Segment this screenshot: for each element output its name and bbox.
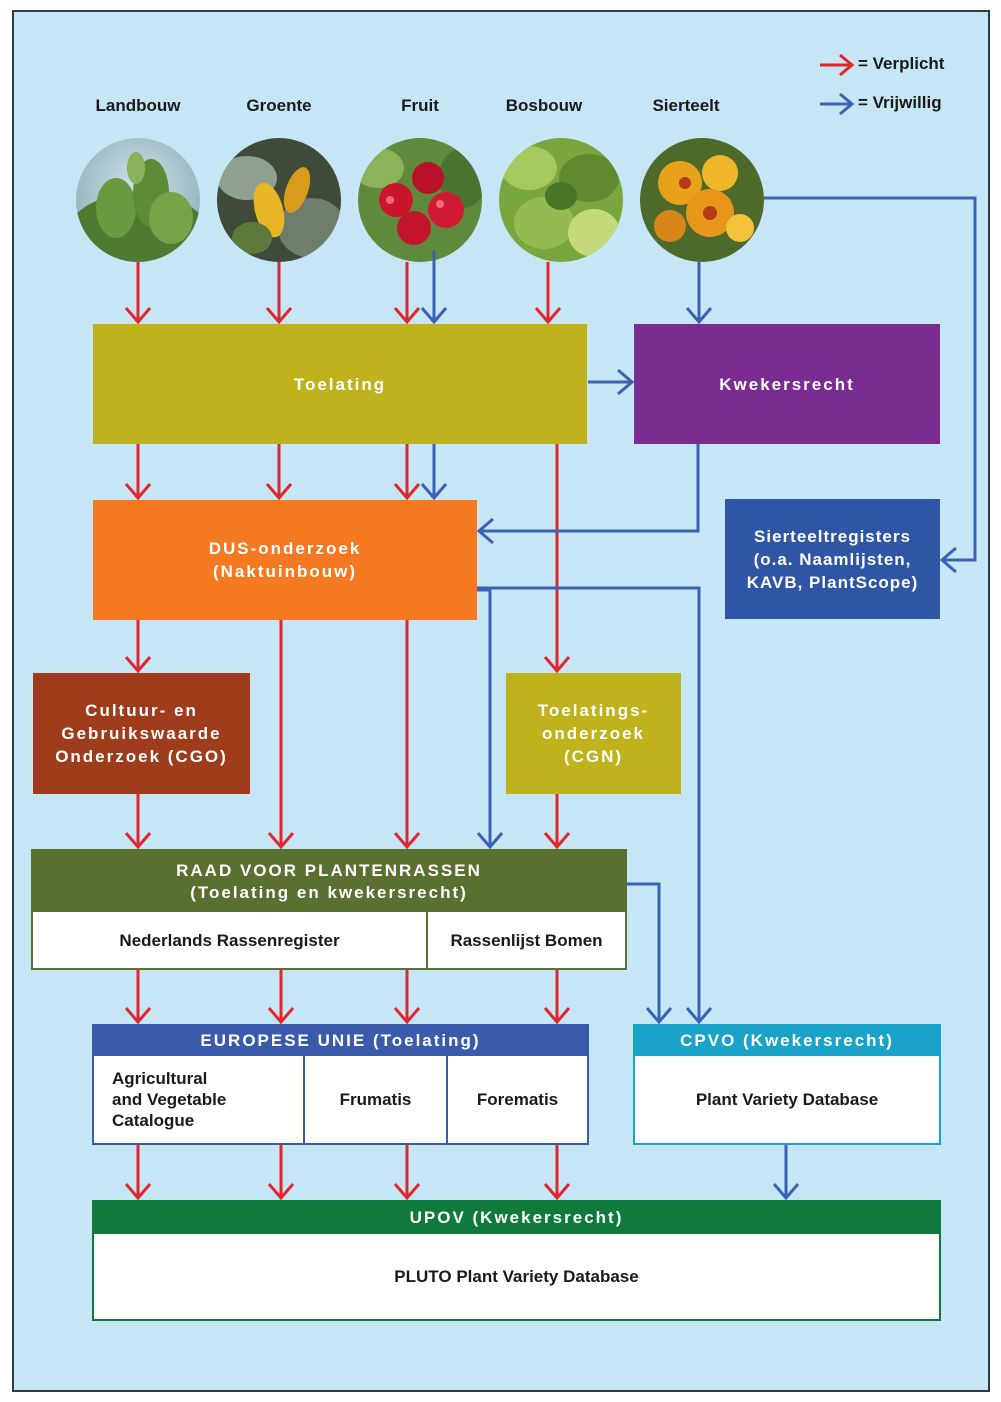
arrow-cpvo-upov (772, 1145, 800, 1201)
arrow-toelating-toelatingsonderzoek (543, 444, 571, 674)
arrow-sierteelt-kwekersrecht (685, 262, 713, 325)
arrow-landbouw-toelating (124, 262, 152, 325)
arrow-groente-toelating (265, 262, 293, 325)
arrow-raad-eu-1 (124, 970, 152, 1025)
arrow-raad-cpvo (627, 882, 673, 1025)
legend-verplicht-label: = Verplicht (858, 54, 945, 73)
arrow-toelatingsonderzoek-raad (543, 794, 571, 850)
arrow-sierteelt-sierteeltregisters (764, 196, 977, 574)
arrow-kwekersrecht-dus (476, 444, 700, 545)
crop-plant-photo (76, 138, 200, 262)
arrow-eu-upov-4 (543, 1145, 571, 1201)
arrow-raad-eu-2 (267, 970, 295, 1025)
arrow-dus-cgo (124, 620, 152, 674)
arrow-eu-upov-3 (393, 1145, 421, 1201)
cpvo-container: CPVO (Kwekersrecht) Plant Variety Databa… (633, 1024, 941, 1145)
arrow-cgo-raad (124, 794, 152, 850)
sector-label-bosbouw: Bosbouw (505, 96, 583, 115)
upov-container: UPOV (Kwekersrecht) PLUTO Plant Variety … (92, 1200, 941, 1321)
arrow-raad-eu-4 (543, 970, 571, 1025)
arrow-eu-upov-2 (267, 1145, 295, 1201)
legend-red-arrow (820, 53, 855, 77)
arrow-toelating-dus-1 (124, 444, 152, 501)
rassenlijst-bomen-cell: Rassenlijst Bomen (428, 912, 625, 968)
agricultural-catalogue-cell: Agricultural and Vegetable Catalogue (94, 1056, 305, 1143)
dus-onderzoek-box: DUS-onderzoek (Naktuinbouw) (93, 500, 477, 620)
arrow-raad-eu-3 (393, 970, 421, 1025)
pluto-database-cell: PLUTO Plant Variety Database (94, 1234, 939, 1319)
kwekersrecht-box: Kwekersrecht (634, 324, 940, 444)
flower-photo (640, 138, 764, 262)
toelating-box: Toelating (93, 324, 587, 444)
upov-title: UPOV (Kwekersrecht) (94, 1202, 939, 1234)
arrow-eu-upov-1 (124, 1145, 152, 1201)
arrow-toelating-kwekersrecht (588, 368, 635, 396)
arrow-dus-raad-blue (476, 588, 504, 850)
cpvo-title: CPVO (Kwekersrecht) (635, 1026, 939, 1056)
arrow-bosbouw-toelating (534, 262, 562, 325)
arrow-fruit-toelating-blue (420, 250, 448, 325)
raad-title: RAAD VOOR PLANTENRASSEN (Toelating en kw… (33, 851, 625, 912)
arrow-toelating-dus-blue (420, 444, 448, 501)
arrow-toelating-dus-2 (265, 444, 293, 501)
frumatis-cell: Frumatis (305, 1056, 448, 1143)
sector-label-sierteelt: Sierteelt (652, 96, 720, 115)
arrow-fruit-toelating (393, 262, 421, 325)
eu-container: EUROPESE UNIE (Toelating) Agricultural a… (92, 1024, 589, 1145)
raad-container: RAAD VOOR PLANTENRASSEN (Toelating en kw… (31, 849, 627, 970)
eu-title: EUROPESE UNIE (Toelating) (94, 1026, 587, 1056)
legend-blue-arrow (820, 92, 855, 116)
arrow-toelating-dus-3 (393, 444, 421, 501)
sierteeltregisters-box: Sierteeltregisters (o.a. Naamlijsten, KA… (725, 499, 940, 619)
arrow-dus-raad-1 (267, 620, 295, 850)
nederlands-rassenregister-cell: Nederlands Rassenregister (33, 912, 428, 968)
sector-label-groente: Groente (246, 96, 312, 115)
sector-label-landbouw: Landbouw (95, 96, 181, 115)
cgo-box: Cultuur- en Gebruikswaarde Onderzoek (CG… (33, 673, 250, 794)
forematis-cell: Forematis (448, 1056, 587, 1143)
arrow-dus-cpvo (477, 586, 713, 1025)
plant-variety-database-cell: Plant Variety Database (635, 1056, 939, 1143)
legend-vrijwillig-label: = Vrijwillig (858, 93, 942, 112)
arrow-dus-raad-2 (393, 620, 421, 850)
toelatingsonderzoek-box: Toelatings- onderzoek (CGN) (506, 673, 681, 794)
sector-label-fruit: Fruit (401, 96, 439, 115)
